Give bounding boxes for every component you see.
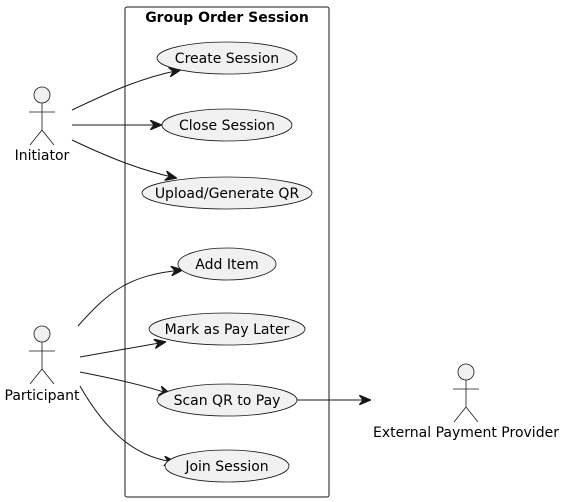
actor-body-icon	[453, 380, 479, 423]
usecase-create-session: Create Session	[156, 41, 298, 75]
usecase-close-session-label: Close Session	[179, 118, 275, 134]
system-boundary-title: Group Order Session	[145, 10, 309, 26]
actor-head-icon	[33, 86, 51, 104]
edge-initiator-create-session	[71, 70, 180, 111]
actor-participant-label: Participant	[5, 388, 80, 404]
usecase-create-session-label: Create Session	[175, 51, 279, 67]
usecase-join-session: Join Session	[164, 449, 290, 483]
actor-participant: Participant	[5, 325, 80, 404]
usecase-scan-qr-to-pay: Scan QR to Pay	[156, 383, 298, 417]
actor-initiator-label: Initiator	[15, 148, 70, 164]
usecase-pay-later-label: Mark as Pay Later	[165, 322, 290, 338]
usecase-add-item-label: Add Item	[195, 257, 258, 273]
usecase-add-item: Add Item	[177, 247, 277, 281]
actor-body-icon	[29, 103, 55, 146]
usecase-upload-qr-label: Upload/Generate QR	[155, 186, 300, 202]
usecase-close-session: Close Session	[161, 108, 293, 142]
edge-participant-add-item	[77, 270, 182, 327]
edge-participant-join-session	[79, 385, 175, 462]
actor-head-icon	[33, 325, 51, 343]
actor-head-icon	[457, 363, 475, 381]
usecase-upload-generate-qr: Upload/Generate QR	[141, 176, 313, 210]
edge-participant-pay-later	[79, 342, 165, 358]
actor-initiator: Initiator	[15, 86, 70, 164]
relations	[71, 70, 370, 462]
actor-body-icon	[29, 342, 55, 385]
actor-external-payment-provider: External Payment Provider	[373, 363, 559, 441]
usecase-mark-as-pay-later: Mark as Pay Later	[148, 312, 306, 346]
usecase-join-session-label: Join Session	[184, 459, 268, 475]
system-boundary: Group Order Session	[124, 6, 330, 498]
usecase-scan-qr-label: Scan QR to Pay	[174, 393, 281, 409]
edge-participant-scan-qr	[79, 371, 170, 394]
actor-external-label: External Payment Provider	[373, 425, 559, 441]
edge-initiator-upload-qr	[71, 139, 176, 178]
